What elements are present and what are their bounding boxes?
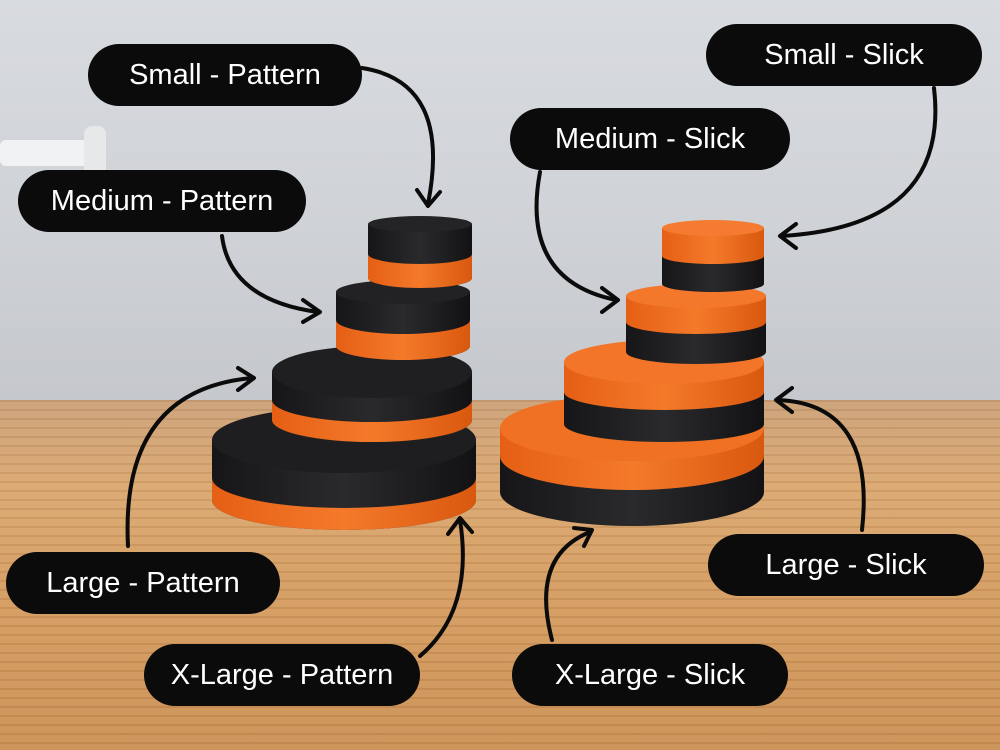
label-medium-slick: Medium - Slick: [510, 108, 790, 170]
slick-pad-stack: [500, 220, 766, 526]
xlarge-pattern-arrow: [418, 516, 474, 658]
large-pattern-arrow: [125, 366, 256, 548]
medium-slick-pad: [626, 284, 766, 364]
pattern-pad-stack: [212, 216, 476, 530]
large-pattern-pad: [272, 346, 472, 442]
annotation-arrows: [125, 66, 938, 658]
small-slick-pad: [662, 220, 764, 292]
label-xlarge-pattern: X-Large - Pattern: [144, 644, 420, 706]
label-large-pattern: Large - Pattern: [6, 552, 280, 614]
xlarge-slick-arrow: [544, 526, 594, 642]
small-pattern-arrow: [360, 66, 442, 208]
medium-pattern-pad: [336, 280, 470, 360]
label-small-pattern: Small - Pattern: [88, 44, 362, 106]
label-small-slick: Small - Slick: [706, 24, 982, 86]
label-xlarge-slick: X-Large - Slick: [512, 644, 788, 706]
small-pattern-pad: [368, 216, 472, 288]
label-medium-pattern: Medium - Pattern: [18, 170, 306, 232]
large-slick-arrow: [774, 386, 866, 532]
small-slick-arrow: [778, 86, 938, 250]
label-large-slick: Large - Slick: [708, 534, 984, 596]
medium-slick-arrow: [534, 170, 620, 314]
wall-hook: [0, 126, 106, 182]
medium-pattern-arrow: [220, 234, 322, 324]
